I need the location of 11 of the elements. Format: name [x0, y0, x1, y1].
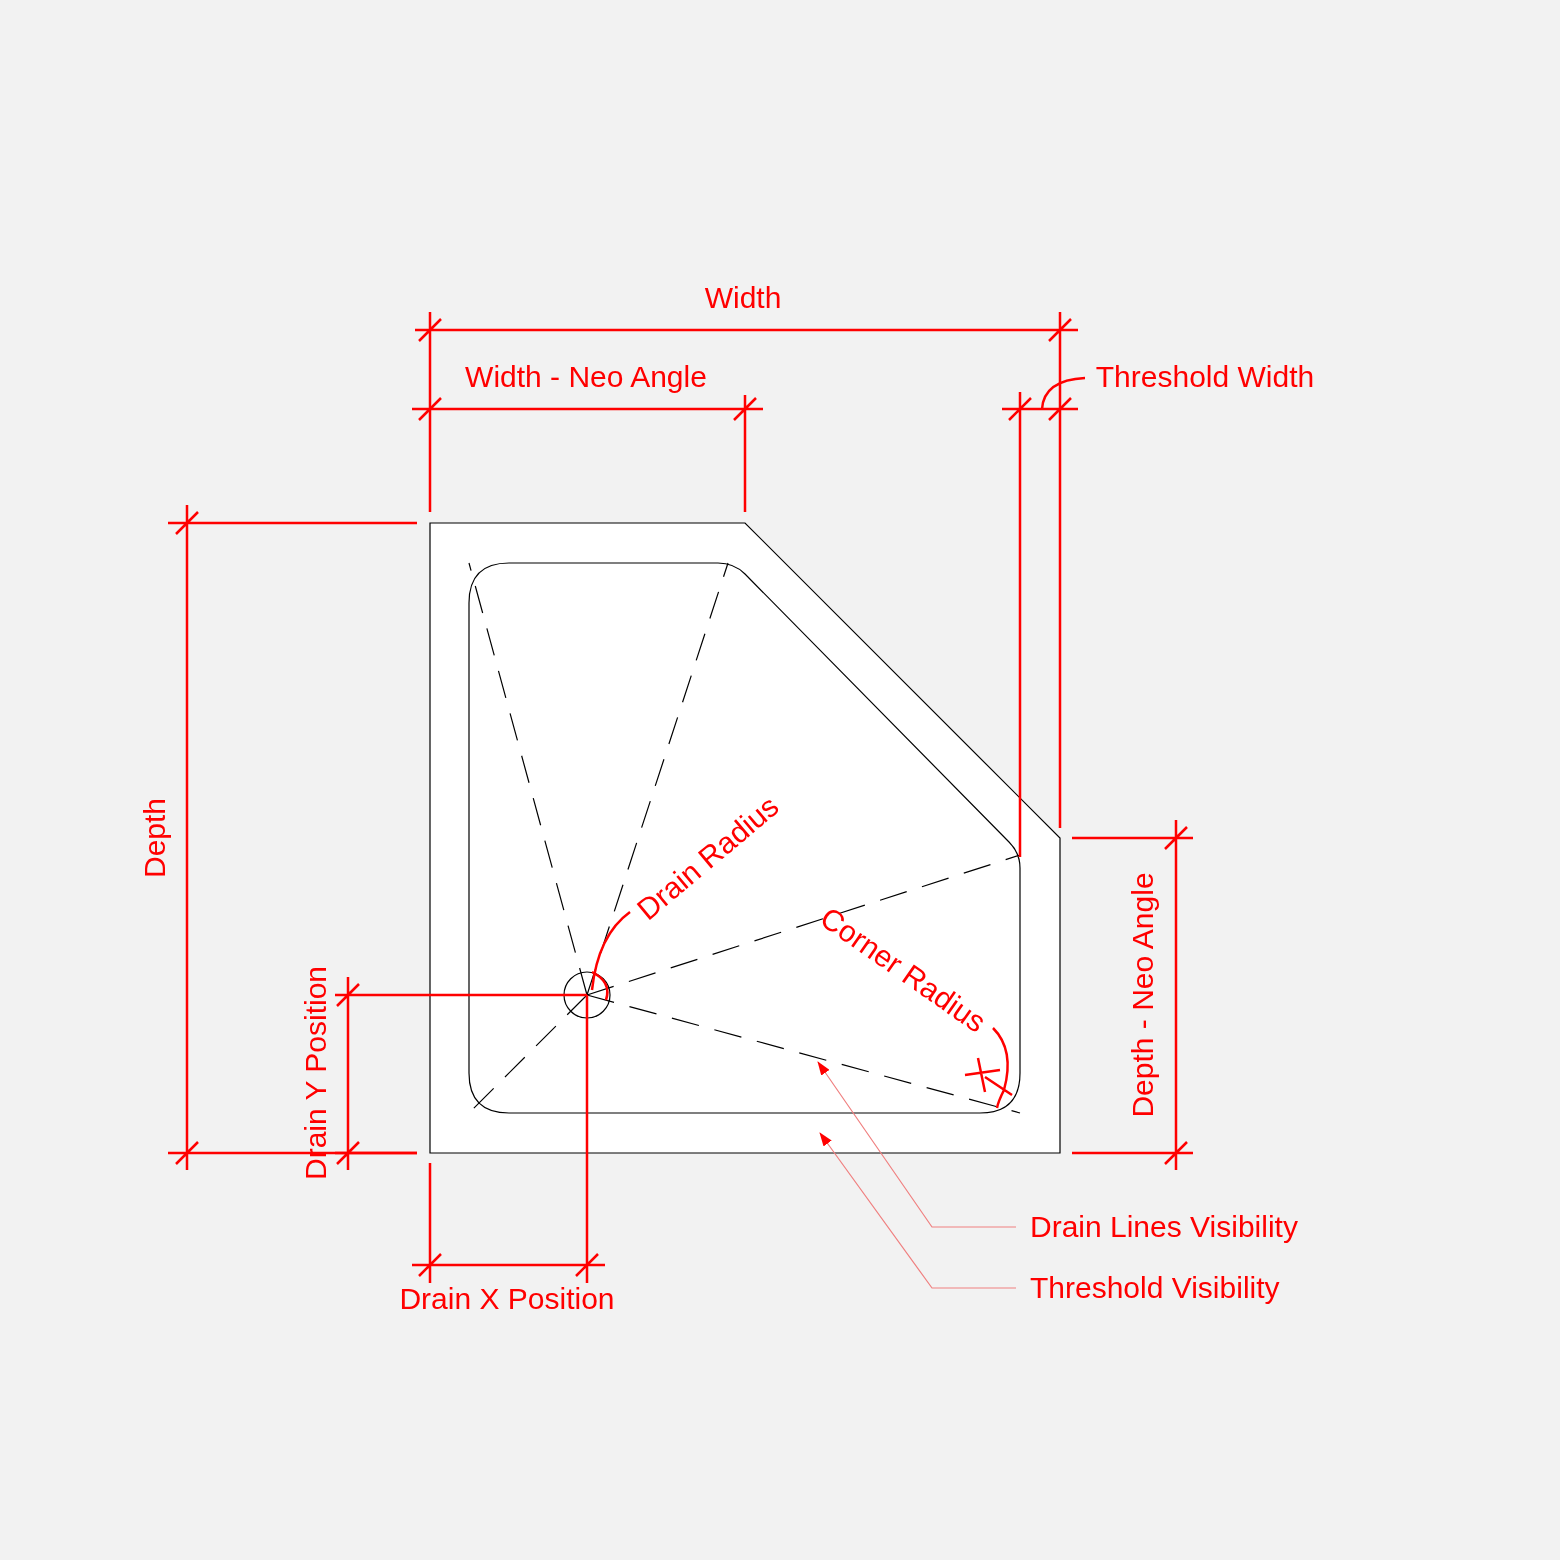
callout-label: Drain Lines Visibility [1030, 1212, 1298, 1242]
leader-line [819, 1132, 1017, 1289]
leader-line [817, 1061, 1017, 1228]
dimension-label: Drain Y Position [301, 966, 331, 1180]
dimension-label: Depth - Neo Angle [1128, 872, 1158, 1118]
dimension-label: Width - Neo Angle [465, 362, 707, 392]
dimension-label: Threshold Width [1095, 362, 1315, 392]
callout-label: Threshold Visibility [1030, 1273, 1280, 1303]
dimension-label: Depth [140, 797, 170, 879]
dimension-label: Width [704, 283, 782, 313]
dimension-label: Drain X Position [399, 1284, 615, 1314]
